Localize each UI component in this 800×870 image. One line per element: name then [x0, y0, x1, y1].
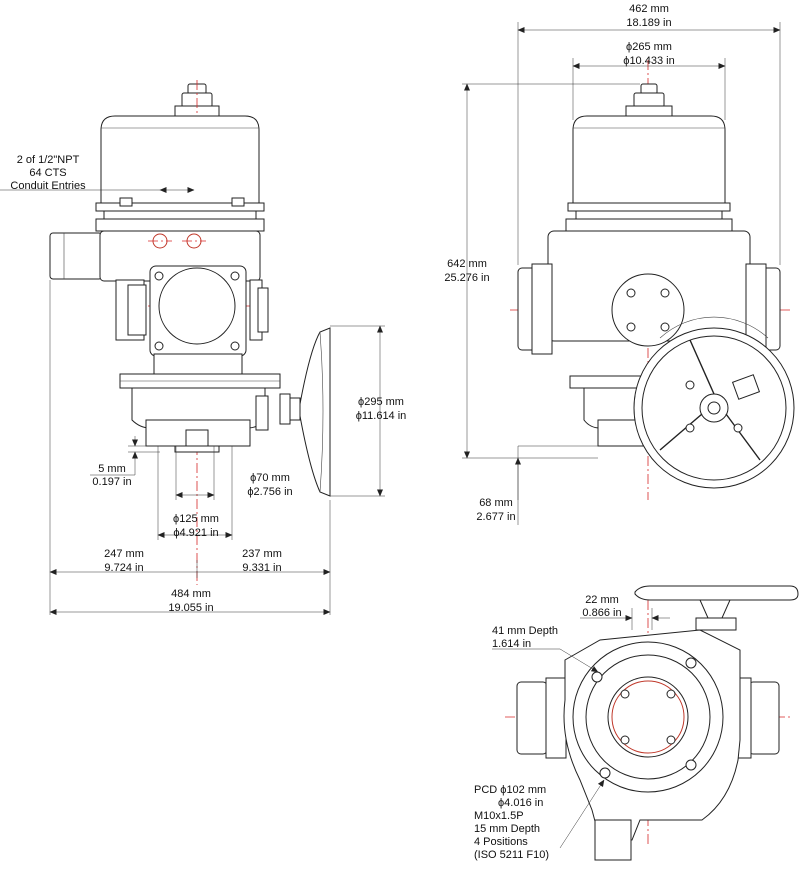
side-view — [462, 22, 795, 525]
front-view — [0, 80, 385, 615]
dim-484-in: 19.055 in — [168, 602, 213, 614]
dim-642-in: 25.276 in — [444, 272, 489, 284]
dim-642-mm: 642 mm — [447, 258, 487, 270]
motor-cover — [95, 115, 265, 232]
bottom-view — [492, 585, 799, 861]
dim-265-in: ϕ10.433 in — [623, 55, 674, 67]
dim-247-mm: 247 mm — [104, 548, 144, 560]
pcd-line6: (ISO 5211 F10) — [474, 849, 549, 861]
dim-462-mm: 462 mm — [629, 3, 669, 15]
dim-5-in: 0.197 in — [92, 476, 131, 488]
dim-68-mm: 68 mm — [479, 497, 513, 509]
dim-70-mm: ϕ70 mm — [250, 472, 290, 484]
pcd-line2: ϕ4.016 in — [498, 797, 543, 809]
dim-265-mm: ϕ265 mm — [626, 41, 672, 53]
pcd-line5: 4 Positions — [474, 836, 528, 848]
depth-leader — [492, 648, 599, 673]
dim-22-in: 0.866 in — [582, 607, 621, 619]
pcd-leader — [559, 779, 605, 849]
pcd-line3: M10x1.5P — [474, 810, 524, 822]
handwheel-front — [633, 316, 795, 489]
dim-295-mm: ϕ295 mm — [358, 396, 404, 408]
handwheel-side — [279, 327, 331, 497]
dim-295-in: ϕ11.614 in — [356, 410, 407, 422]
top-cap — [174, 80, 220, 118]
dim-237-mm: 237 mm — [242, 548, 282, 560]
depth-41-in: 1.614 in — [492, 638, 531, 650]
dim-125-in: ϕ4.921 in — [173, 527, 218, 539]
dim-125-mm: ϕ125 mm — [173, 513, 219, 525]
conduit-label-line3: Conduit Entries — [10, 180, 86, 192]
dim-484-mm: 484 mm — [171, 588, 211, 600]
depth-41-mm: 41 mm Depth — [492, 625, 558, 637]
dim-5-mm: 5 mm — [98, 463, 126, 475]
dim-68-in: 2.677 in — [476, 511, 515, 523]
pcd-line1: PCD ϕ102 mm — [474, 784, 546, 796]
dim-247-in: 9.724 in — [104, 562, 143, 574]
gear-housing — [49, 230, 269, 375]
pcd-line4: 15 mm Depth — [474, 823, 540, 835]
dim-462-in: 18.189 in — [626, 17, 671, 29]
conduit-label-line1: 2 of 1/2"NPT — [17, 154, 80, 166]
dim-22-mm: 22 mm — [585, 594, 619, 606]
dim-237-in: 9.331 in — [242, 562, 281, 574]
dim-70-in: ϕ2.756 in — [247, 486, 292, 498]
conduit-label-line2: 64 CTS — [29, 167, 66, 179]
base-flange — [119, 373, 281, 453]
